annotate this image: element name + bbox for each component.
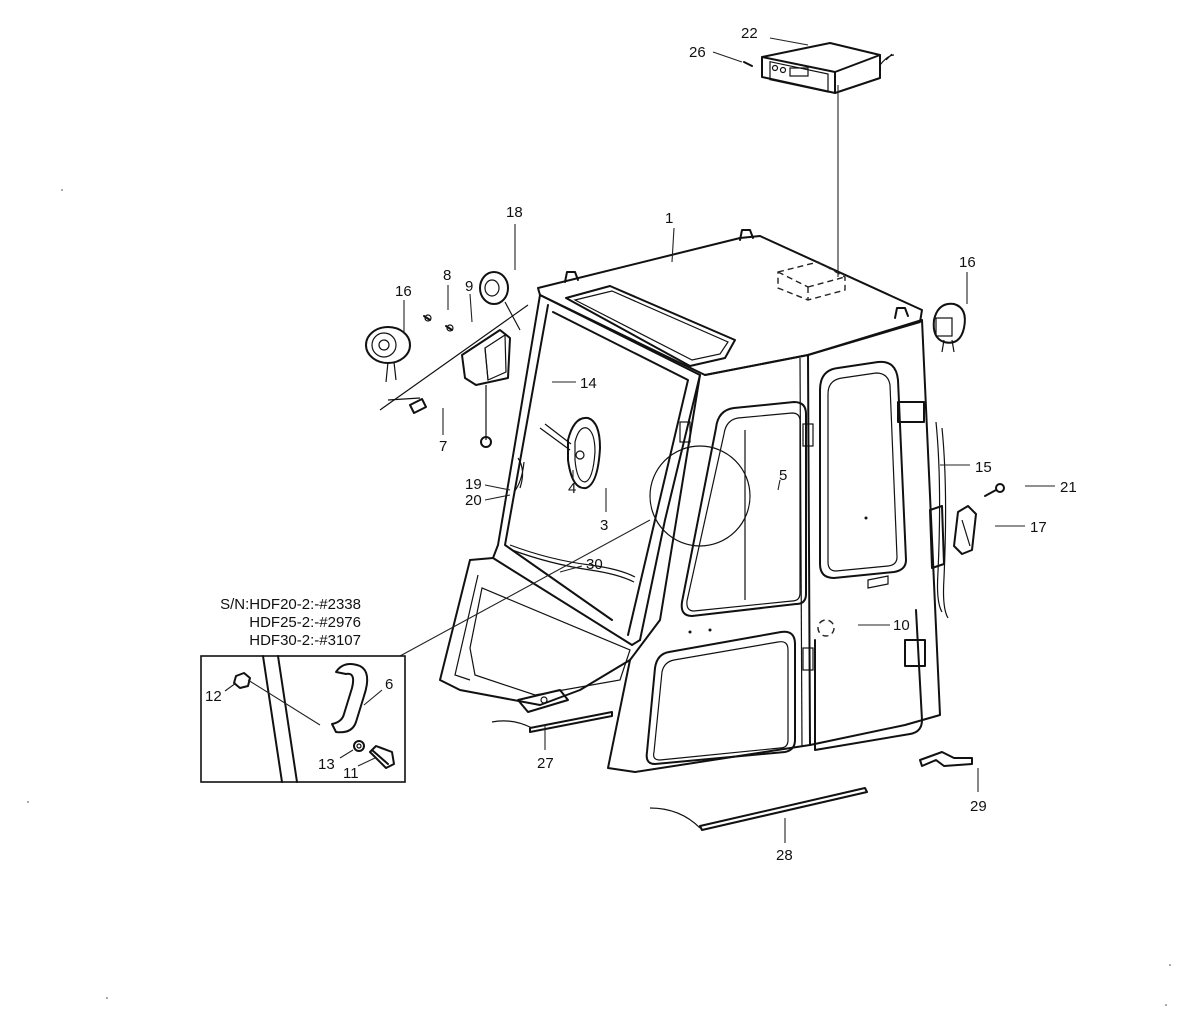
label-17: 17: [1030, 519, 1047, 536]
handle-nut[interactable]: [233, 672, 251, 689]
mirror[interactable]: [539, 416, 601, 490]
serial-note-line-3: HDF30-2:-#3107: [249, 632, 361, 649]
label-15: 15: [975, 459, 992, 476]
lamp-bolt[interactable]: [423, 314, 454, 332]
label-1: 1: [665, 210, 673, 227]
handle-bolt[interactable]: [369, 745, 395, 769]
label-8: 8: [443, 267, 451, 284]
serial-note-line-2: HDF25-2:-#2976: [249, 614, 361, 631]
rear-lamp-bracket[interactable]: [929, 505, 945, 569]
handle-washer[interactable]: [353, 740, 365, 752]
label-20: 20: [465, 492, 482, 509]
work-lamp-front[interactable]: [479, 271, 521, 331]
work-lamp-left[interactable]: [365, 326, 411, 383]
label-16-left: 16: [395, 283, 412, 300]
label-14: 14: [580, 375, 597, 392]
wire-harness-front[interactable]: [509, 457, 636, 583]
label-18: 18: [506, 204, 523, 221]
serial-number-note: S/N:HDF20-2:-#2338 HDF25-2:-#2976 HDF30-…: [190, 596, 361, 650]
rear-lamp-bolt[interactable]: [984, 483, 1005, 497]
label-6: 6: [385, 676, 393, 693]
radio-unit[interactable]: [761, 42, 895, 94]
label-12: 12: [205, 688, 222, 705]
label-7: 7: [439, 438, 447, 455]
label-10: 10: [893, 617, 910, 634]
wiper-assembly[interactable]: [379, 304, 529, 414]
label-11: 11: [343, 765, 359, 782]
label-13: 13: [318, 756, 335, 773]
label-21: 21: [1060, 479, 1077, 496]
label-5: 5: [779, 467, 787, 484]
cab-frame[interactable]: [439, 229, 941, 773]
scan-specks: [27, 189, 1171, 1006]
seal-strip-short[interactable]: [491, 711, 613, 733]
latch-bracket[interactable]: [919, 751, 973, 767]
label-27: 27: [537, 755, 554, 772]
work-lamp-right[interactable]: [932, 302, 966, 353]
label-3: 3: [600, 517, 608, 534]
label-22: 22: [741, 25, 758, 42]
part-number-labels: 22 26 1 18 16 16 8 9 14 7 4 5 19 20 3 30…: [205, 25, 1077, 864]
label-26: 26: [689, 44, 706, 61]
grab-handle[interactable]: [331, 663, 369, 734]
serial-note-line-1: S/N:HDF20-2:-#2338: [220, 596, 361, 613]
label-30: 30: [586, 556, 603, 573]
lamp-bracket[interactable]: [461, 329, 511, 448]
label-19: 19: [465, 476, 482, 493]
radio-screw[interactable]: [743, 61, 753, 67]
label-29: 29: [970, 798, 987, 815]
label-4: 4: [568, 480, 576, 497]
label-16-right: 16: [959, 254, 976, 271]
label-28: 28: [776, 847, 793, 864]
leader-lines: [224, 37, 1055, 843]
detail-inset: [200, 655, 406, 783]
seal-strip-long[interactable]: [649, 787, 868, 831]
label-9: 9: [465, 278, 473, 295]
detail-magnifier: [649, 445, 751, 547]
rear-lamp[interactable]: [953, 505, 977, 555]
